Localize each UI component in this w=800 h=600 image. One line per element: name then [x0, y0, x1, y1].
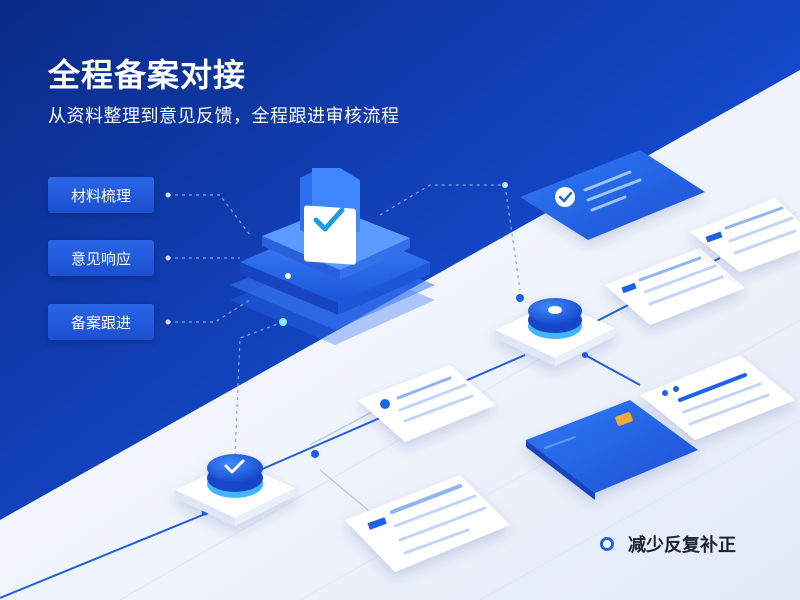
page-title: 全程备案对接 — [48, 56, 247, 94]
flow-node-upper — [495, 298, 615, 366]
bank-card — [526, 400, 698, 500]
doc-card-1 — [358, 365, 495, 442]
page-subtitle: 从资料整理到意见反馈，全程跟进审核流程 — [48, 106, 400, 127]
doc-card-4 — [690, 198, 800, 272]
footer-caption: 减少反复补正 — [600, 531, 736, 557]
tag-feedback-response: 意见响应 — [48, 240, 154, 276]
folder-check-icon — [300, 168, 360, 265]
flow-node-lower — [175, 454, 295, 526]
tag-filing-followup: 备案跟进 — [48, 304, 154, 340]
tag-material-review: 材料梳理 — [48, 177, 154, 213]
doc-card-3 — [605, 248, 745, 325]
doc-card-5 — [640, 355, 795, 440]
status-card-top — [520, 150, 705, 240]
bullet-icon — [600, 537, 614, 551]
doc-card-2 — [345, 475, 510, 572]
footer-label: 减少反复补正 — [628, 535, 736, 556]
